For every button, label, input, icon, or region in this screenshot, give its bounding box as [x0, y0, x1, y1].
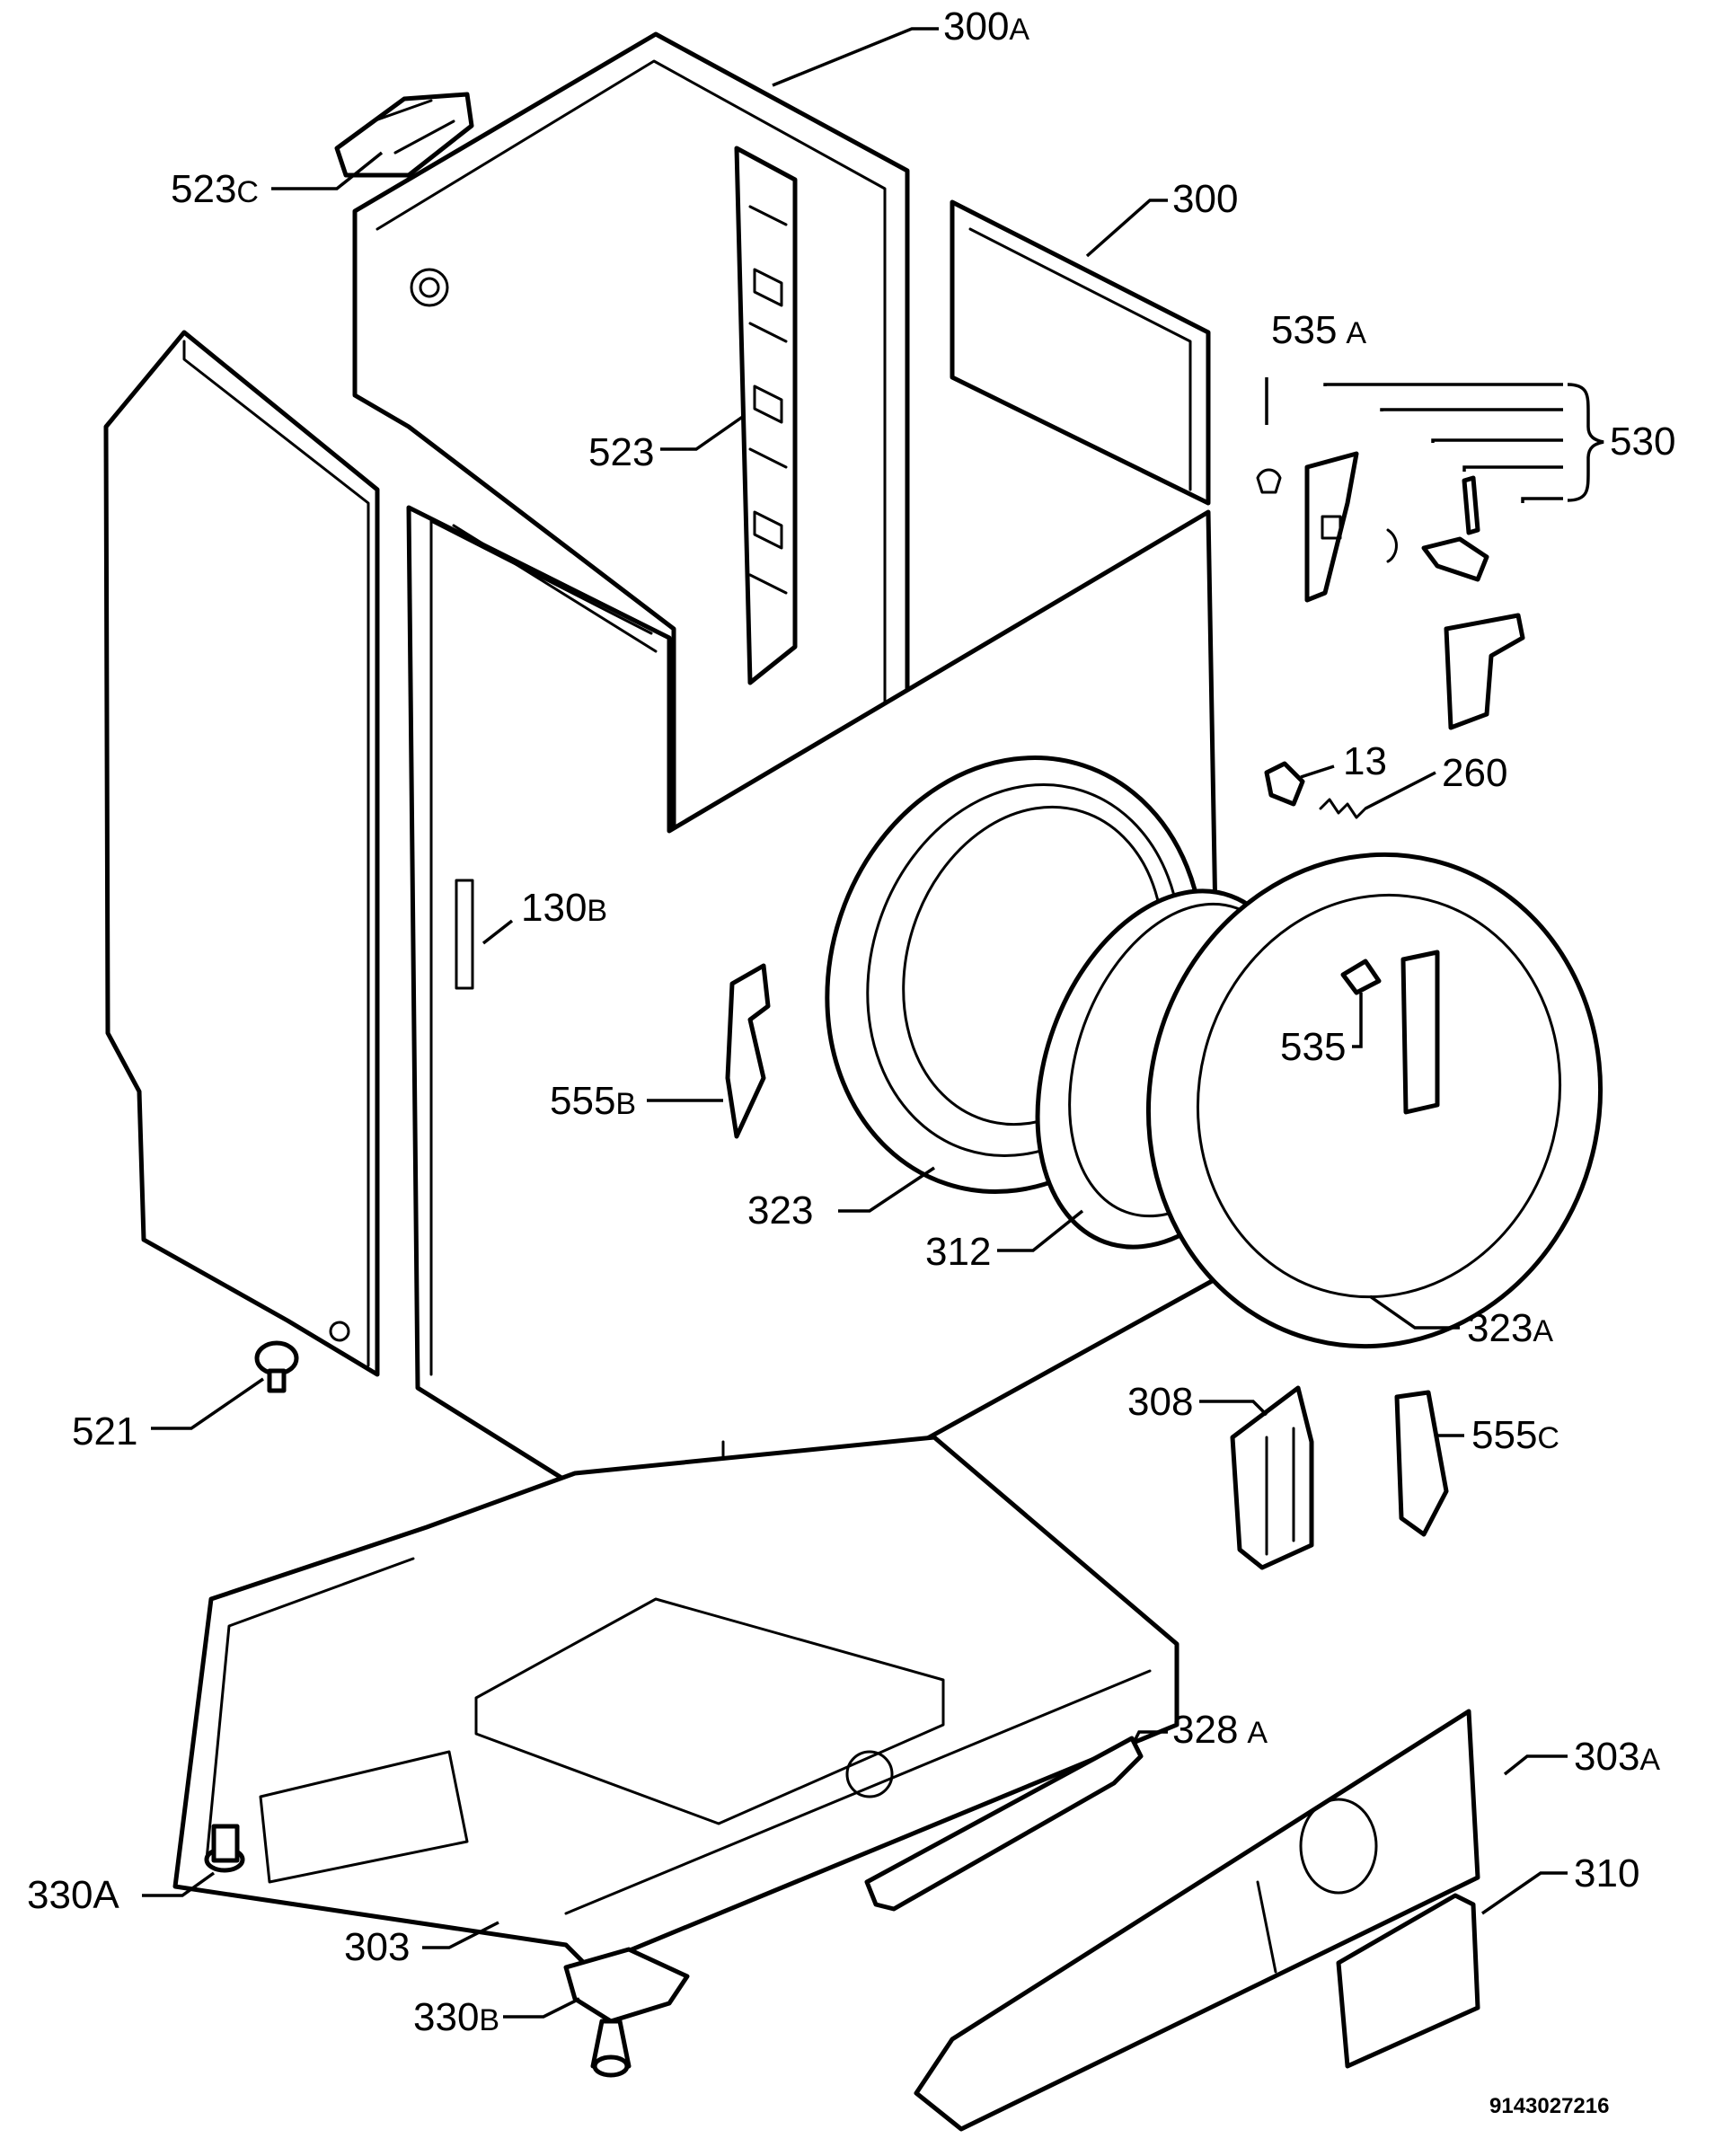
screw-521 — [254, 1340, 299, 1393]
clip-523C — [334, 92, 474, 178]
foot-330B — [563, 1947, 690, 2078]
foot-330A — [204, 1824, 245, 1873]
cover-555C — [1394, 1390, 1449, 1537]
drawer-cover-310 — [1336, 1893, 1480, 2069]
label-300A: 300A — [943, 4, 1029, 49]
label-130B: 130B — [521, 886, 607, 930]
lock-assembly-530 — [1256, 451, 1525, 730]
hinge-308 — [1230, 1385, 1314, 1570]
control-panel-303A — [914, 1709, 1480, 2132]
label-303: 303 — [344, 1925, 410, 1969]
rear-rail-523 — [734, 146, 798, 685]
label-303A: 303A — [1574, 1735, 1660, 1779]
document-number: 9143027216 — [1489, 2094, 1609, 2118]
label-521: 521 — [72, 1409, 137, 1454]
panel-328A — [864, 1736, 1144, 1912]
lid-hinge-555B — [725, 963, 771, 1139]
label-323: 323 — [747, 1188, 813, 1233]
bracket-13-spring-260 — [1264, 761, 1367, 819]
label-323A: 323A — [1467, 1306, 1553, 1350]
label-555C: 555C — [1471, 1413, 1559, 1457]
door-323A — [1145, 852, 1604, 1349]
label-523C: 523C — [171, 167, 259, 211]
label-13: 13 — [1343, 739, 1387, 783]
leader-lines — [142, 27, 1568, 2019]
label-555B: 555B — [550, 1079, 636, 1123]
label-300: 300 — [1172, 177, 1238, 221]
cabinet-right-back — [950, 199, 1211, 506]
base-frame-303 — [172, 1435, 1179, 1970]
side-panel-left — [103, 330, 380, 1377]
label-530: 530 — [1610, 420, 1675, 464]
label-310: 310 — [1574, 1851, 1639, 1895]
brace-530 — [1567, 383, 1604, 502]
pin-535 — [1340, 959, 1382, 995]
label-260: 260 — [1442, 751, 1507, 795]
label-535: 535 — [1280, 1025, 1346, 1069]
label-312: 312 — [925, 1230, 991, 1274]
label-523: 523 — [588, 430, 654, 474]
label-330A: 330A — [27, 1873, 119, 1917]
label-308: 308 — [1127, 1380, 1193, 1424]
label-330B: 330B — [413, 1995, 499, 2039]
